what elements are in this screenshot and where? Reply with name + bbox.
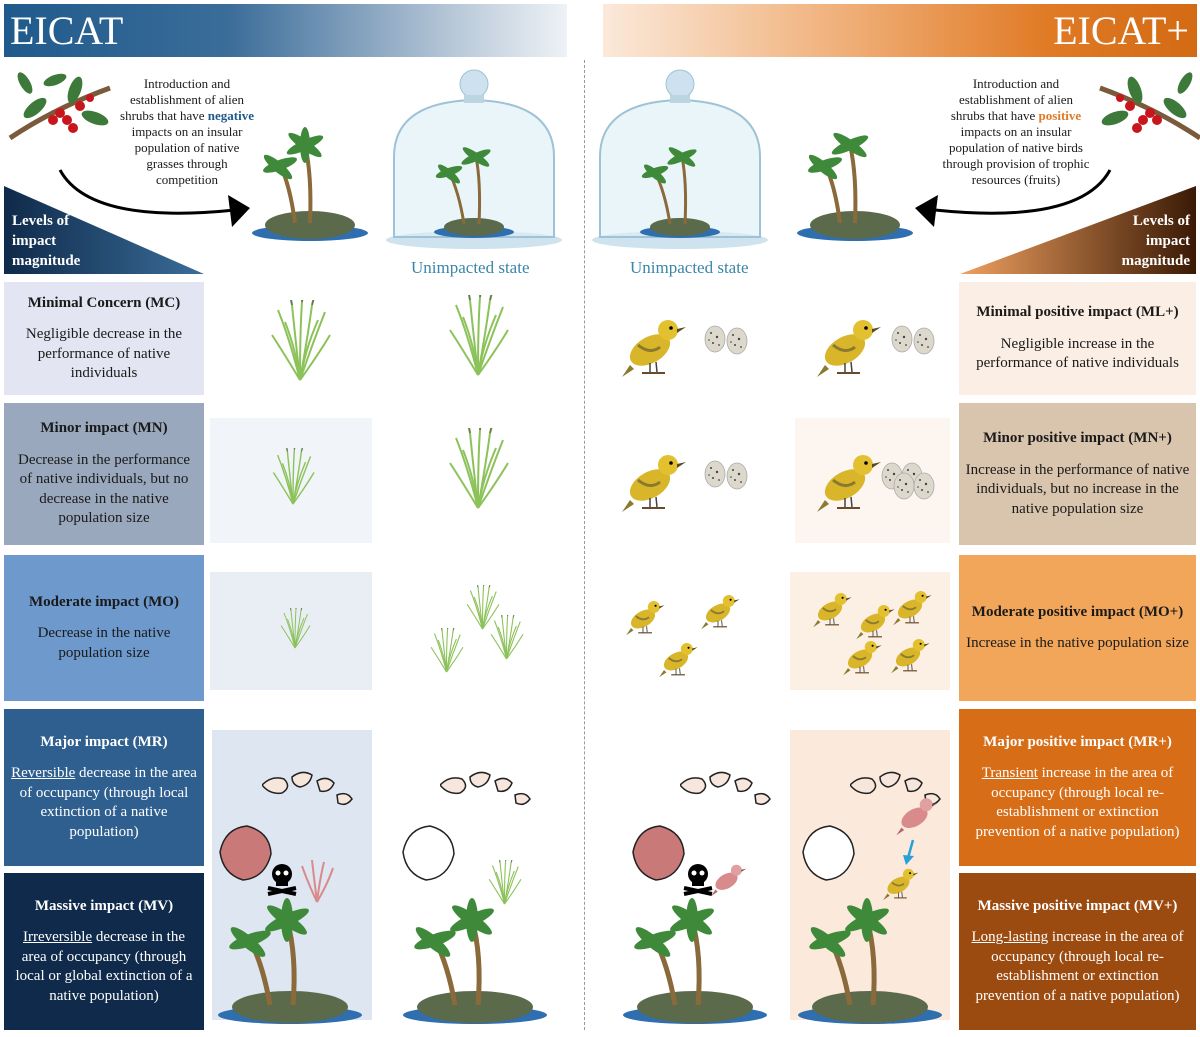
- hawaii-islands-icon: [802, 825, 855, 881]
- yellow-bird-icon: [892, 590, 933, 627]
- grass-tuft-icon: [430, 628, 464, 673]
- hawaii-islands-icon: [262, 771, 353, 806]
- yellow-bird-icon: [812, 592, 853, 629]
- yellow-bird-icon: [620, 318, 688, 379]
- yellow-bird-icon: [890, 638, 931, 675]
- island-palm-icon: [620, 895, 770, 1027]
- island-palm-icon: [215, 895, 365, 1027]
- level-box-mn: Minor impact (MN) Decrease in the perfor…: [4, 403, 204, 545]
- level-box-mn-plus: Minor positive impact (MN+) Increase in …: [959, 403, 1196, 545]
- pink-bird-icon: [896, 798, 938, 836]
- grass-tuft-icon: [449, 428, 509, 509]
- hawaii-islands-icon: [219, 825, 272, 881]
- eggs-icon: [881, 462, 935, 500]
- island-palm-icon: [400, 895, 550, 1027]
- pink-bird-icon: [711, 864, 747, 897]
- levels-triangle: [4, 186, 204, 274]
- yellow-bird-icon: [842, 640, 883, 677]
- yellow-bird-icon: [700, 594, 741, 631]
- hawaii-islands-icon: [402, 825, 455, 881]
- level-box-mo-plus: Moderate positive impact (MO+) Increase …: [959, 555, 1196, 701]
- level-box-mv: Massive impact (MV) Irreversible decreas…: [4, 873, 204, 1030]
- levels-label: Levels of impact magnitude: [12, 213, 81, 269]
- shrub-berries-icon: [1099, 72, 1200, 141]
- eggs-icon: [704, 460, 748, 490]
- grass-tuft-icon: [301, 859, 334, 903]
- eicat-plus-banner: EICAT+: [603, 4, 1197, 57]
- unimpacted-state-label: Unimpacted state: [411, 258, 530, 277]
- panel-bg: [210, 572, 372, 690]
- hawaii-islands-icon: [632, 825, 685, 881]
- grass-tuft-icon: [280, 608, 311, 649]
- yellow-bird-icon: [658, 642, 699, 679]
- arrow-icon: [903, 839, 915, 865]
- level-box-mr: Major impact (MR) Reversible decrease in…: [4, 709, 204, 866]
- yellow-bird-icon: [620, 453, 688, 514]
- center-divider: [584, 60, 585, 1030]
- level-box-mv-plus: Massive positive impact (MV+) Long-lasti…: [959, 873, 1196, 1030]
- hawaii-islands-icon: [440, 771, 531, 806]
- eicat-banner: EICAT: [4, 4, 567, 57]
- island-palm-icon: [797, 132, 913, 241]
- grass-tuft-icon: [490, 615, 524, 660]
- level-box-mr-plus: Major positive impact (MR+) Transient in…: [959, 709, 1196, 866]
- eicat-plus-intro-text: Introduction and establishment of alien …: [942, 76, 1090, 187]
- hawaii-islands-icon: [680, 771, 771, 806]
- shrub-berries-icon: [8, 72, 111, 141]
- island-palm-icon: [252, 127, 368, 241]
- yellow-bird-icon: [815, 453, 883, 514]
- skull-crossbones-icon: [683, 864, 713, 896]
- grass-tuft-icon: [271, 300, 331, 381]
- eicat-intro-text: Introduction and establishment of alien …: [120, 76, 254, 187]
- yellow-bird-icon: [625, 600, 666, 637]
- arrow-icon: [58, 169, 250, 227]
- yellow-bird-icon: [815, 318, 883, 379]
- island-palm-icon: [795, 895, 945, 1027]
- levels-triangle: [960, 186, 1196, 274]
- level-box-mo: Moderate impact (MO) Decrease in the nat…: [4, 555, 204, 701]
- glass-bell-jar-icon: [592, 69, 768, 249]
- unimpacted-state-label: Unimpacted state: [630, 258, 749, 277]
- grass-tuft-icon: [272, 448, 315, 505]
- grass-tuft-icon: [449, 295, 509, 376]
- arrow-icon: [915, 169, 1112, 227]
- skull-crossbones-icon: [267, 864, 297, 896]
- level-box-ml-plus: Minimal positive impact (ML+) Negligible…: [959, 282, 1196, 395]
- glass-bell-jar-icon: [386, 69, 562, 249]
- eggs-icon: [704, 325, 748, 355]
- level-box-mc: Minimal Concern (MC) Negligible decrease…: [4, 282, 204, 395]
- levels-label: Levels of impact magnitude: [1121, 213, 1190, 269]
- eggs-icon: [891, 325, 935, 355]
